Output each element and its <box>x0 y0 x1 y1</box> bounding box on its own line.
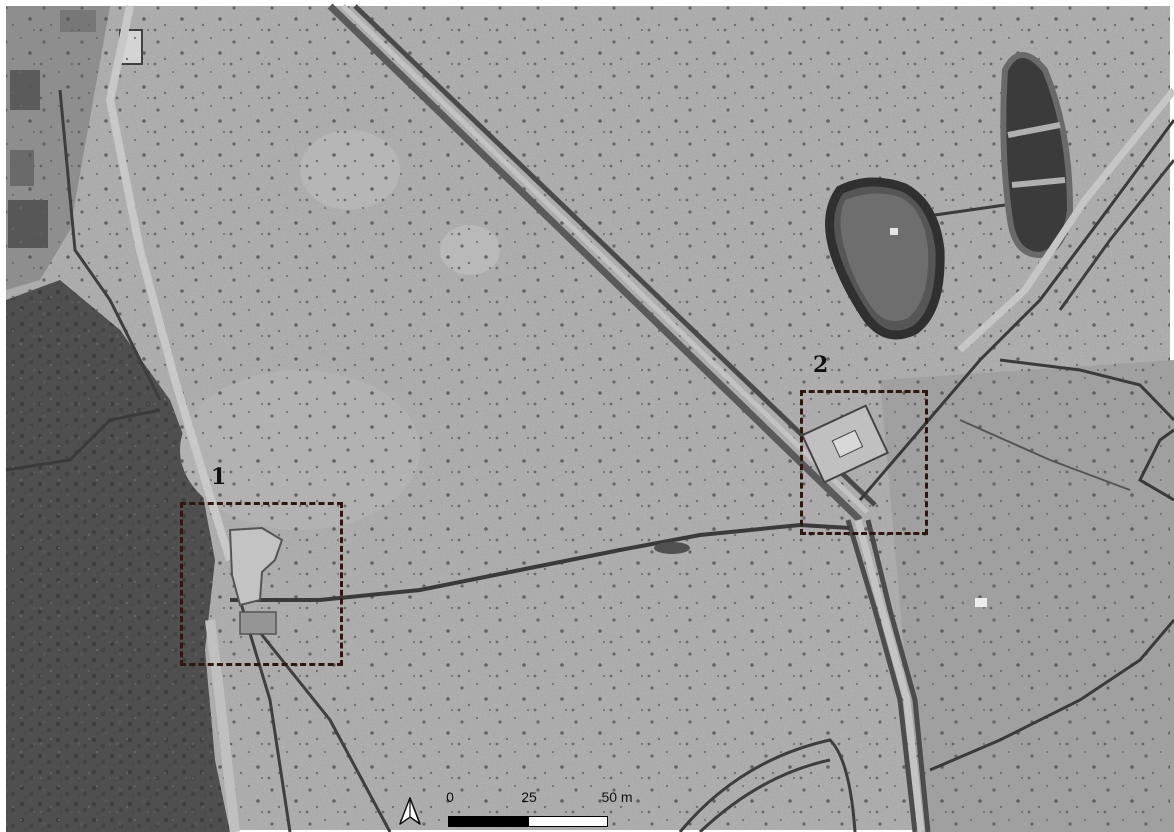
region-box-2 <box>800 390 928 535</box>
north-arrow-icon <box>399 797 421 825</box>
scale-segment-light <box>528 816 608 827</box>
scale-bar: 0 25 50 m <box>446 789 633 830</box>
scale-tick-0: 0 <box>446 789 454 805</box>
scale-segment-dark <box>448 816 528 827</box>
region-label-1: 1 <box>211 464 227 490</box>
region-label-2: 2 <box>813 352 829 378</box>
scale-tick-25: 25 <box>521 789 537 805</box>
scale-tick-50: 50 m <box>601 789 633 805</box>
region-box-1 <box>180 502 343 666</box>
